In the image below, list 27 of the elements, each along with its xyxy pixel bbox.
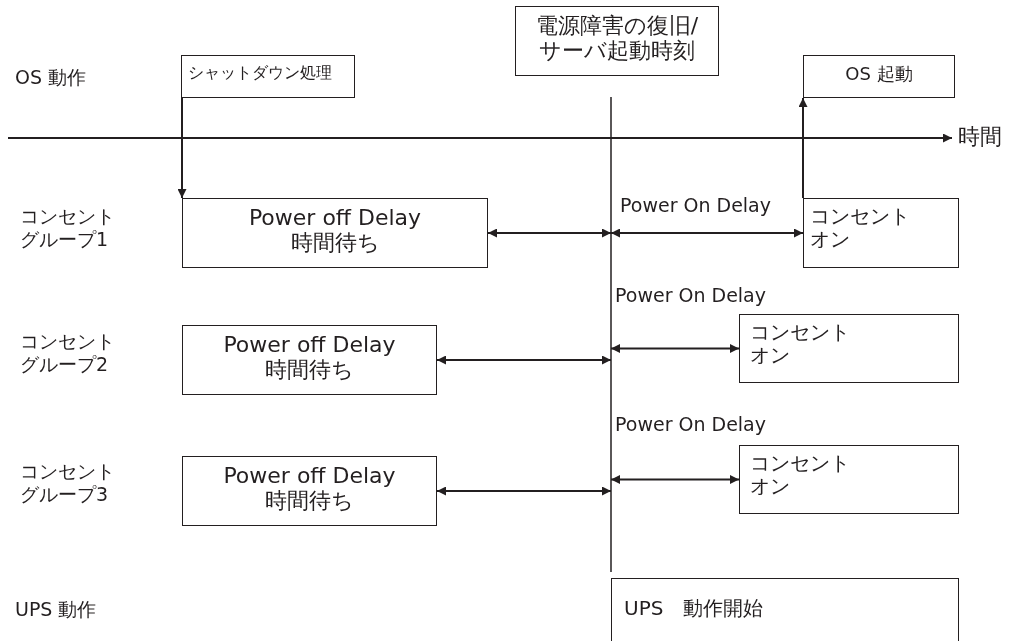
event-box: OS 起動	[803, 55, 955, 98]
ups-box: UPS 動作開始	[611, 578, 959, 641]
outlet-on-box: コンセントオン	[739, 445, 959, 514]
double-arrow	[610, 228, 804, 238]
axis-label: 時間	[958, 124, 1003, 151]
delay-box: Power off Delay 時間待ち	[182, 198, 488, 268]
arrow	[177, 97, 187, 199]
delay-box: Power off Delay 時間待ち	[182, 456, 437, 526]
double-arrow	[436, 355, 612, 365]
double-arrow	[436, 486, 612, 496]
edge-label: Power On Delay	[613, 413, 768, 435]
event-box: シャットダウン処理	[181, 55, 355, 98]
outlet-on-box: コンセントオン	[739, 314, 959, 383]
outlet-on-box: コンセントオン	[803, 198, 959, 268]
double-arrow	[610, 344, 740, 353]
double-arrow	[487, 228, 612, 238]
lane-label: UPS 動作	[15, 598, 98, 621]
lane-label: コンセントグループ2	[20, 330, 116, 376]
time-marker-box: 電源障害の復旧/サーバ起動時刻	[515, 6, 719, 76]
edge-label: Power On Delay	[613, 284, 768, 306]
double-arrow	[610, 475, 740, 484]
lane-label: コンセントグループ3	[20, 460, 116, 506]
lane-label: コンセントグループ1	[20, 205, 116, 251]
delay-box: Power off Delay 時間待ち	[182, 325, 437, 395]
edge-label: Power On Delay	[618, 194, 773, 216]
arrow	[798, 97, 808, 199]
lane-label: OS 動作	[15, 66, 88, 89]
